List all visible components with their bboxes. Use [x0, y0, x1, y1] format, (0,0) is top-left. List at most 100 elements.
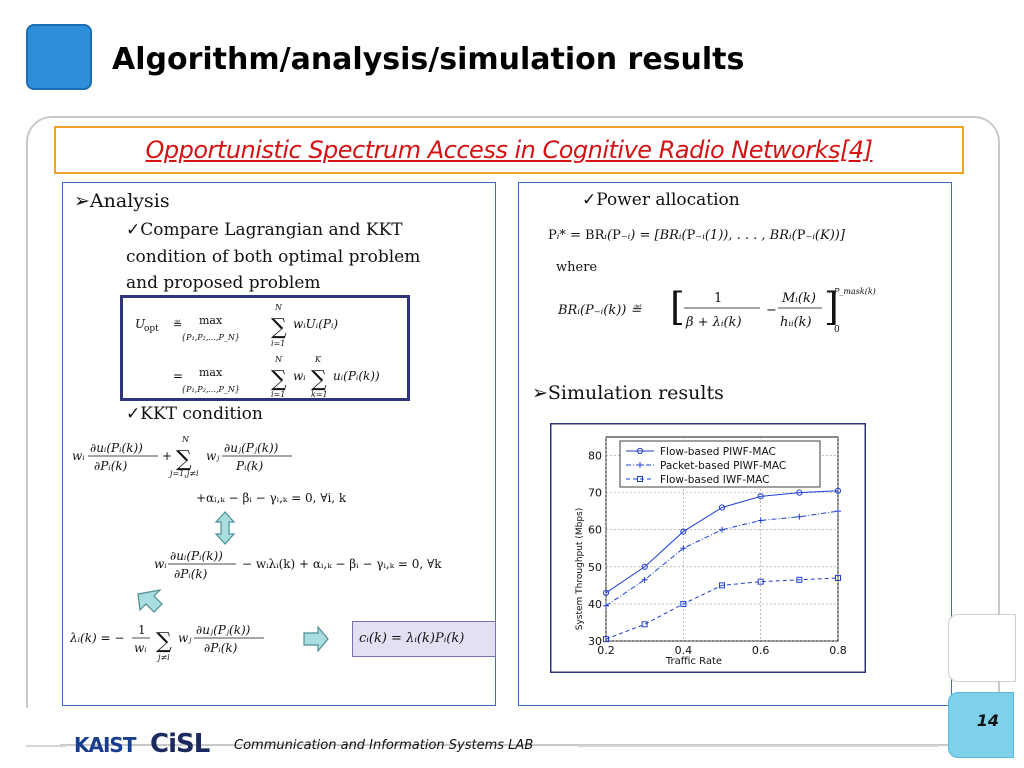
svg-text:+αᵢ,ₖ − βᵢ − γᵢ,ₖ = 0, ∀i, k: +αᵢ,ₖ − βᵢ − γᵢ,ₖ = 0, ∀i, k	[196, 491, 347, 505]
frame-mask	[20, 708, 60, 758]
chart-legend-label: Flow-based PIWF-MAC	[660, 446, 776, 458]
svg-text:=: =	[173, 369, 183, 383]
svg-text:∑: ∑	[176, 447, 192, 472]
previous-slide-tab[interactable]	[948, 614, 1016, 682]
svg-text:{P₁,P₂,...,P_N}: {P₁,P₂,...,P_N}	[181, 333, 240, 342]
chart-point	[680, 528, 687, 535]
power-relation-box: cᵢ(k) = λᵢ(k)Pᵢ(k)	[352, 621, 496, 657]
chart-y-tick-label: 30	[588, 635, 602, 648]
svg-text:k=1: k=1	[311, 390, 328, 398]
chart-y-tick-label: 60	[588, 524, 602, 537]
svg-text:∂uᵢ(Pᵢ(k)): ∂uᵢ(Pᵢ(k))	[90, 441, 143, 455]
analysis-panel	[62, 182, 496, 706]
svg-text:hᵢᵢ(k): hᵢᵢ(k)	[780, 315, 812, 330]
page-number-tab[interactable]: 14	[948, 692, 1014, 758]
subtitle-box: Opportunistic Spectrum Access in Cogniti…	[54, 126, 964, 174]
simulation-results-heading: ➢Simulation results	[532, 382, 724, 404]
svg-text:j=1,j≠i: j=1,j≠i	[168, 469, 199, 478]
svg-text:∂Pᵢ(k): ∂Pᵢ(k)	[204, 641, 238, 655]
chart-x-axis-label: Traffic Rate	[665, 656, 722, 667]
svg-text:BRᵢ(P₋ᵢ(k)) ≝: BRᵢ(P₋ᵢ(k)) ≝	[557, 303, 642, 318]
chart-point	[757, 517, 764, 524]
svg-text:i=1: i=1	[271, 339, 285, 348]
chart-point	[835, 508, 841, 515]
chart-x-tick-label: 0.6	[752, 644, 770, 657]
svg-text:∂uⱼ(Pⱼ(k)): ∂uⱼ(Pⱼ(k))	[224, 441, 279, 455]
power-allocation-heading: ✓Power allocation	[582, 190, 740, 210]
chart-point	[641, 576, 648, 583]
chart-x-tick-label: 0.2	[597, 644, 615, 657]
chart-legend-label: Flow-based IWF-MAC	[660, 474, 770, 486]
slide-subtitle[interactable]: Opportunistic Spectrum Access in Cogniti…	[145, 136, 874, 164]
chart-y-tick-label: 70	[588, 487, 602, 500]
svg-text:U: U	[135, 317, 146, 331]
chart-point	[637, 476, 643, 482]
svg-text:]: ]	[824, 285, 839, 329]
svg-text:∑: ∑	[271, 315, 287, 340]
svg-text:uᵢ(Pᵢ(k)): uᵢ(Pᵢ(k))	[333, 369, 380, 383]
chart-point	[835, 574, 841, 581]
svg-text:wᵢUᵢ(Pᵢ): wᵢUᵢ(Pᵢ)	[293, 317, 338, 331]
svg-text:opt: opt	[144, 324, 159, 334]
footer-lab-name: Communication and Information Systems LA…	[234, 738, 534, 753]
chart-point	[603, 636, 609, 643]
analysis-item-compare-line3: and proposed problem	[126, 273, 321, 293]
svg-text:∂uᵢ(Pᵢ(k)): ∂uᵢ(Pᵢ(k))	[170, 549, 223, 563]
chart-point	[719, 526, 725, 533]
svg-text:−: −	[766, 303, 777, 318]
chart-point	[603, 602, 609, 609]
chart-series-line-1	[605, 490, 839, 594]
chart-point	[680, 600, 687, 607]
chart-point	[796, 489, 803, 496]
svg-text:λᵢ(k) = −: λᵢ(k) = −	[69, 631, 124, 645]
analysis-heading: ➢Analysis	[74, 190, 170, 212]
svg-text:β + λᵢ(k): β + λᵢ(k)	[685, 315, 742, 330]
svg-text:wⱼ: wⱼ	[178, 631, 192, 645]
svg-text:wᵢ: wᵢ	[72, 449, 85, 463]
chart-point	[796, 576, 803, 583]
svg-text:Pᵢ(k): Pᵢ(k)	[235, 459, 263, 473]
chart-legend-label: Packet-based PIWF-MAC	[660, 460, 786, 472]
power-allocation-equation: Pᵢ* = BRᵢ(P₋ᵢ) = [BRᵢ(P₋ᵢ(1)), . . . , B…	[548, 228, 845, 243]
svg-text:− wᵢλᵢ(k) + αᵢ,ₖ − βᵢ − γᵢ,ₖ =: − wᵢλᵢ(k) + αᵢ,ₖ − βᵢ − γᵢ,ₖ = 0, ∀k	[242, 557, 442, 571]
svg-text:P_mask(k): P_mask(k)	[833, 287, 876, 296]
chart-y-axis-label: System Throughput (Mbps)	[575, 508, 585, 630]
svg-text:N: N	[274, 303, 283, 312]
svg-text:[: [	[670, 285, 685, 329]
svg-text:wᵢ: wᵢ	[293, 369, 306, 383]
chart-point	[636, 447, 644, 455]
svg-text:K: K	[314, 355, 322, 364]
chart-point	[641, 563, 648, 570]
chart-point	[602, 589, 610, 596]
footer-line-left	[26, 745, 66, 747]
chart-x-tick-label: 0.8	[829, 644, 847, 657]
diagonal-arrow-icon	[137, 589, 163, 613]
chart-y-tick-label: 80	[588, 450, 602, 463]
svg-text:{P₁,P₂,...,P_N}: {P₁,P₂,...,P_N}	[181, 385, 240, 394]
svg-text:i=1: i=1	[271, 390, 285, 398]
where-label: where	[556, 260, 598, 275]
double-arrow-icon	[214, 511, 236, 545]
chart-point	[641, 621, 648, 628]
svg-text:∑: ∑	[271, 367, 287, 392]
svg-text:wⱼ: wⱼ	[206, 449, 220, 463]
svg-text:N: N	[181, 435, 190, 444]
svg-text:Mᵢ(k): Mᵢ(k)	[781, 291, 816, 306]
chart-series-line-3	[605, 577, 839, 640]
svg-text:∂Pᵢ(k): ∂Pᵢ(k)	[94, 459, 128, 473]
svg-text:max: max	[199, 366, 223, 379]
kkt-equations: wᵢ ∂uᵢ(Pᵢ(k)) ∂Pᵢ(k) + ∑ N j=1,j≠i wⱼ ∂u…	[69, 435, 442, 662]
svg-text:∂uⱼ(Pⱼ(k)): ∂uⱼ(Pⱼ(k))	[196, 623, 251, 637]
chart-point	[796, 513, 803, 520]
svg-text:1: 1	[138, 623, 146, 637]
svg-text:wᵢ: wᵢ	[134, 641, 147, 655]
chart-point	[834, 487, 842, 494]
svg-text:wᵢ: wᵢ	[154, 557, 167, 571]
svg-text:j≠i: j≠i	[156, 653, 170, 662]
right-arrow-icon	[303, 625, 329, 653]
analysis-item-compare-line2: condition of both optimal problem	[126, 247, 421, 267]
